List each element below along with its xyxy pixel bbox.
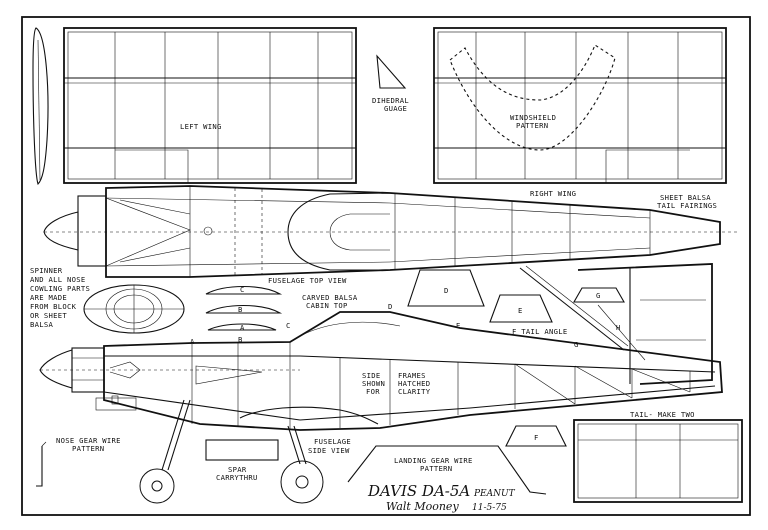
part-f-label: F xyxy=(534,433,539,442)
designer-signature: Walt Mooney xyxy=(386,500,459,513)
part-d-callout: D xyxy=(388,302,393,311)
horizontal-tail xyxy=(573,419,743,503)
plan-title: DAVIS DA-5A xyxy=(367,482,470,500)
part-b-label: B xyxy=(238,305,243,314)
former-c xyxy=(205,286,283,295)
tail-make-two-label: TAIL- MAKE TWO xyxy=(630,410,695,419)
nose-front-view xyxy=(83,284,185,334)
spar-carrythru xyxy=(205,439,279,461)
part-d-label: D xyxy=(444,286,449,295)
part-g-side: G xyxy=(574,340,579,349)
landing-gear-wire-pattern xyxy=(347,445,547,495)
spinner-note-7: BALSA xyxy=(30,320,54,329)
left-wing xyxy=(63,27,357,184)
fuselage-top-view xyxy=(43,185,740,278)
main-landing-gear xyxy=(280,425,324,504)
former-f xyxy=(505,425,567,447)
spinner-note-3: COWLING PARTS xyxy=(30,284,90,293)
part-h-label: H xyxy=(616,323,621,332)
windshield-pattern xyxy=(449,44,616,151)
side-note-2: SHOWN xyxy=(362,379,385,388)
spar-label-1: SPAR xyxy=(228,465,247,474)
part-c-callout: C xyxy=(286,321,291,330)
sheet-border xyxy=(21,16,751,516)
part-e-label: E xyxy=(518,306,523,315)
former-g xyxy=(573,287,625,303)
part-c-label: C xyxy=(240,285,245,294)
plan-date: 11-5-75 xyxy=(472,503,507,513)
frames-note-3: CLARITY xyxy=(398,387,431,396)
landing-gear-label-1: LANDING GEAR WIRE xyxy=(394,456,473,465)
nose-gear-wire-tip xyxy=(41,441,47,447)
right-wing-label: RIGHT WING xyxy=(530,189,576,198)
part-a-label: A xyxy=(240,323,245,332)
part-g-label: G xyxy=(596,291,601,300)
windshield-label-2: PATTERN xyxy=(516,121,548,130)
rib-spar-line xyxy=(37,39,41,181)
dihedral-label-1: DIHEDRAL xyxy=(372,96,409,105)
f-tail-angle-label: F TAIL ANGLE xyxy=(512,327,568,336)
tail-angle-strip xyxy=(519,267,625,351)
former-a xyxy=(207,323,277,331)
frames-note-1: FRAMES xyxy=(398,371,426,380)
fuselage-side-view xyxy=(39,311,723,431)
nose-gear-label-1: NOSE GEAR WIRE xyxy=(56,436,121,445)
spinner-note-2: AND ALL NOSE xyxy=(30,275,86,284)
plan-title-suffix: PEANUT xyxy=(473,489,516,499)
part-e-side: E xyxy=(456,321,461,330)
frames-note-2: HATCHED xyxy=(398,379,430,388)
dihedral-gauge xyxy=(376,54,407,89)
former-b xyxy=(205,305,283,314)
sheet-balsa-label-2: TAIL FAIRINGS xyxy=(657,201,717,210)
fuselage-top-view-label: FUSELAGE TOP VIEW xyxy=(268,276,347,285)
right-wing xyxy=(433,27,727,184)
spinner-note-5: FROM BLOCK xyxy=(30,302,77,311)
fuselage-side-label-2: SIDE VIEW xyxy=(308,446,350,455)
part-b-side: B xyxy=(238,335,243,344)
carved-balsa-label-1: CARVED BALSA xyxy=(302,293,358,302)
nose-landing-gear xyxy=(139,399,191,504)
side-note-3: FOR xyxy=(366,387,380,396)
wing-rib-profile xyxy=(32,27,49,186)
fuselage-side-label-1: FUSELAGE xyxy=(314,437,351,446)
spinner-note-4: ARE MADE xyxy=(30,293,67,302)
part-a-side: A xyxy=(190,337,195,346)
windshield-label-1: WINDSHIELD xyxy=(510,113,556,122)
tail-angle-strip-edge xyxy=(525,265,629,347)
vertical-tail xyxy=(577,263,713,385)
sheet-balsa-label-1: SHEET BALSA xyxy=(660,193,711,202)
landing-gear-label-2: PATTERN xyxy=(420,464,452,473)
spinner-note-6: OR SHEET xyxy=(30,311,67,320)
nose-gear-label-2: PATTERN xyxy=(72,444,104,453)
spinner-note-1: SPINNER xyxy=(30,266,63,275)
dihedral-label-2: GUAGE xyxy=(384,104,407,113)
former-d xyxy=(407,269,485,307)
nose-gear-wire-pattern xyxy=(36,446,43,487)
carved-balsa-label-2: CABIN TOP xyxy=(306,301,348,310)
former-e xyxy=(489,294,553,323)
spar-label-2: CARRYTHRU xyxy=(216,473,258,482)
side-note-1: SIDE xyxy=(362,371,381,380)
left-wing-label: LEFT WING xyxy=(180,122,222,131)
